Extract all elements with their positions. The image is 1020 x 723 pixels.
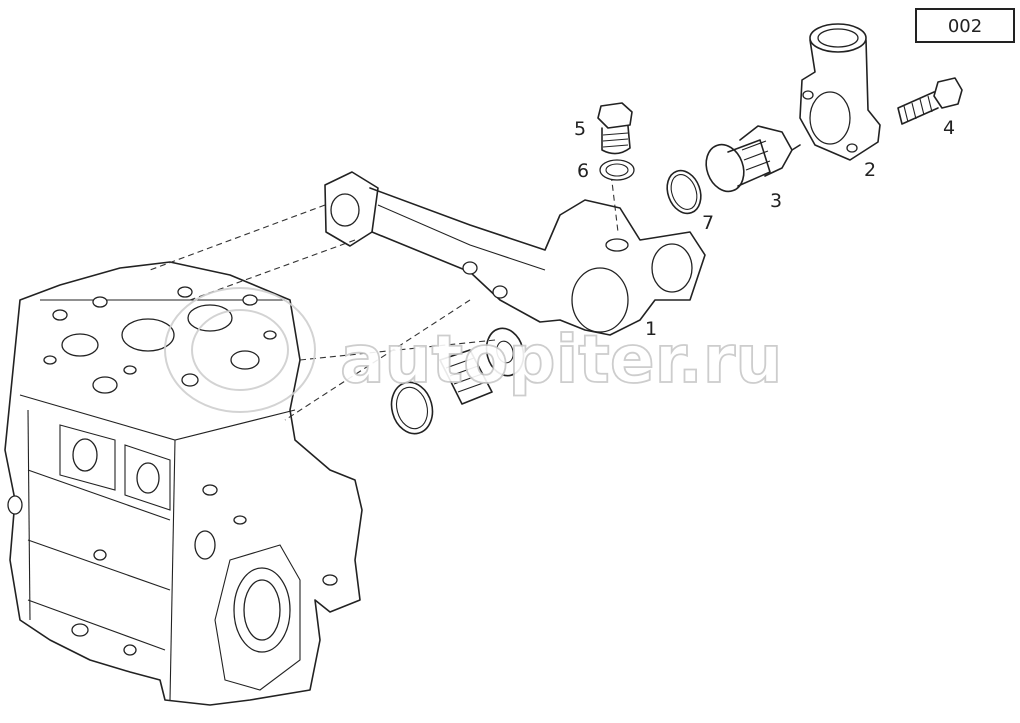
part-4-bolt: [897, 77, 963, 125]
watermark-text: autopiter.ru: [340, 321, 782, 398]
part-1-housing-pipe: [324, 171, 706, 336]
part-6-seal-ring: [599, 159, 635, 181]
callout-6: 6: [577, 160, 589, 182]
part-7-o-ring: [666, 169, 702, 215]
callout-4: 4: [943, 117, 955, 139]
callout-7: 7: [702, 212, 714, 234]
part-5-plug: [597, 102, 633, 155]
callout-3: 3: [770, 190, 782, 212]
watermark: autopiter.ru: [164, 287, 783, 413]
engine-block: [4, 261, 363, 706]
sheet-number-box: 002: [915, 8, 1015, 43]
callout-1: 1: [645, 318, 657, 340]
part-3-thermostat: [705, 125, 801, 193]
callout-5: 5: [574, 118, 586, 140]
callout-labels: 1 2 3 4 5 6 7: [574, 117, 955, 340]
lower-seal-parts: [390, 327, 525, 435]
part-2-outlet-elbow: [799, 23, 881, 161]
callout-2: 2: [864, 159, 876, 181]
sheet-number: 002: [948, 16, 982, 37]
